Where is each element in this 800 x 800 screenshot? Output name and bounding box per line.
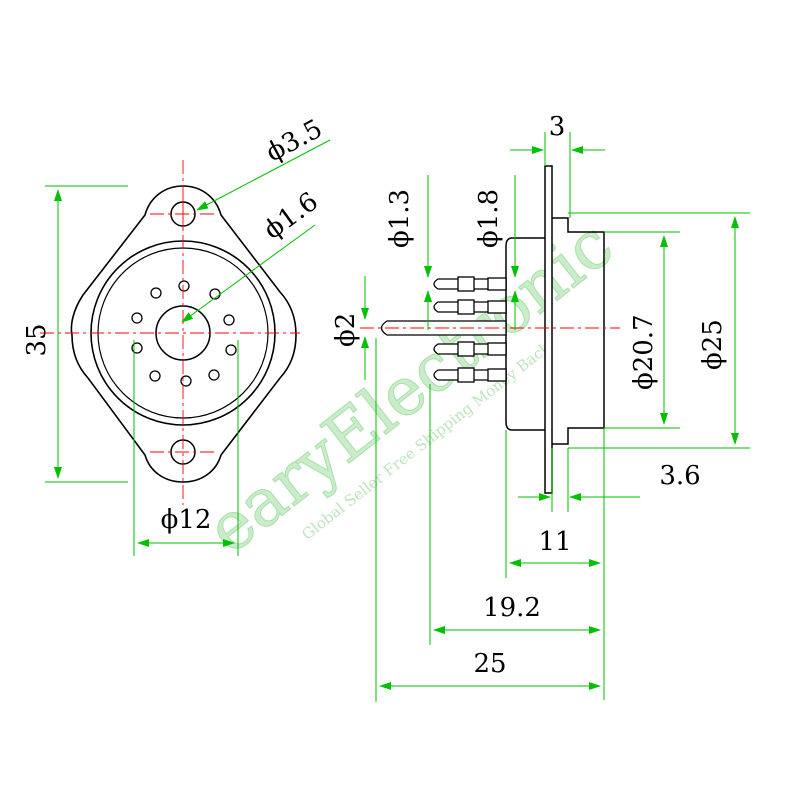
pin-hole: [208, 369, 220, 381]
center-pin-diameter-label: ϕ2: [331, 313, 361, 347]
step-label: 3.6: [659, 461, 700, 491]
pin-hole: [150, 287, 162, 299]
side-view: 3 ϕ1.3 ϕ1.8 ϕ2 ϕ20.7 ϕ25 3.6 11 19.2 25: [331, 112, 750, 702]
side-dimensions: [361, 132, 750, 702]
pin-hole: [131, 342, 143, 354]
pin-hole: [131, 312, 143, 324]
inner-diameter-label: ϕ20.7: [629, 314, 659, 390]
overall-length-label: 25: [473, 649, 506, 679]
flange: [544, 165, 553, 494]
pin-hole: [149, 370, 161, 382]
pin-large-diameter-label: ϕ1.8: [474, 189, 504, 248]
flange-thickness-label: 3: [549, 112, 566, 142]
outer-diameter-label: ϕ25: [698, 319, 728, 370]
center-diameter-label: ϕ12: [161, 505, 212, 535]
pin-hole: [178, 280, 190, 292]
front-centerlines: [40, 160, 300, 505]
watermark: earyElectronic Global Seller Free Shippi…: [192, 205, 627, 569]
pin-hole: [225, 344, 237, 356]
pin-holes: [131, 280, 237, 387]
front-dimensions: [45, 139, 331, 556]
hole-diameter-label: ϕ3.5: [261, 114, 327, 168]
pin-hole-diameter-label: ϕ1.6: [258, 187, 323, 246]
pin-small-diameter-label: ϕ1.3: [385, 189, 415, 248]
height-label: 35: [22, 323, 52, 356]
body-length-label: 11: [538, 527, 571, 557]
pin-hole: [180, 375, 192, 387]
pin-hole: [223, 314, 235, 326]
mounting-plate-outline: [70, 185, 297, 483]
front-view: 35 ϕ3.5 ϕ1.6 ϕ12: [22, 114, 331, 556]
pin-length-label: 19.2: [483, 593, 541, 623]
socket-body: [552, 217, 605, 445]
